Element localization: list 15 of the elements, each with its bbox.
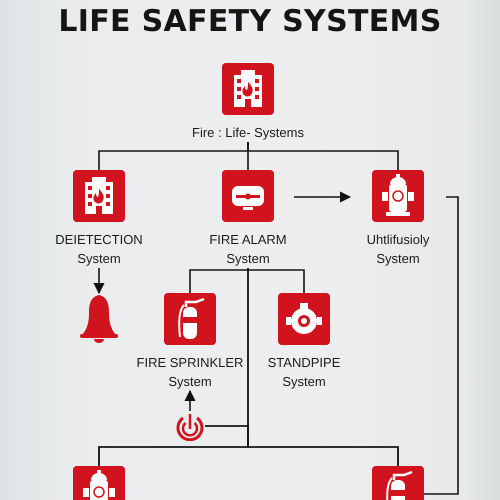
connector-line [424,196,459,495]
node-label: DEIETECTION System [54,231,144,268]
arrow [294,191,352,203]
title: LIFE SAFETY SYSTEMS [57,4,443,39]
node-label: FIRE SPRINKLER System [136,354,244,391]
connector-line [189,268,249,293]
connector-line [247,268,305,293]
connector-line [247,142,399,170]
connector-line [205,425,399,466]
arrow [93,268,105,294]
node-label: Fire : Life- Systems [192,124,304,142]
node-label: STANDPIPE System [266,354,342,391]
arrow [184,390,196,411]
node-label: Uhtlifusioly System [366,231,430,268]
node-label: FIRE ALARM System [208,231,288,268]
